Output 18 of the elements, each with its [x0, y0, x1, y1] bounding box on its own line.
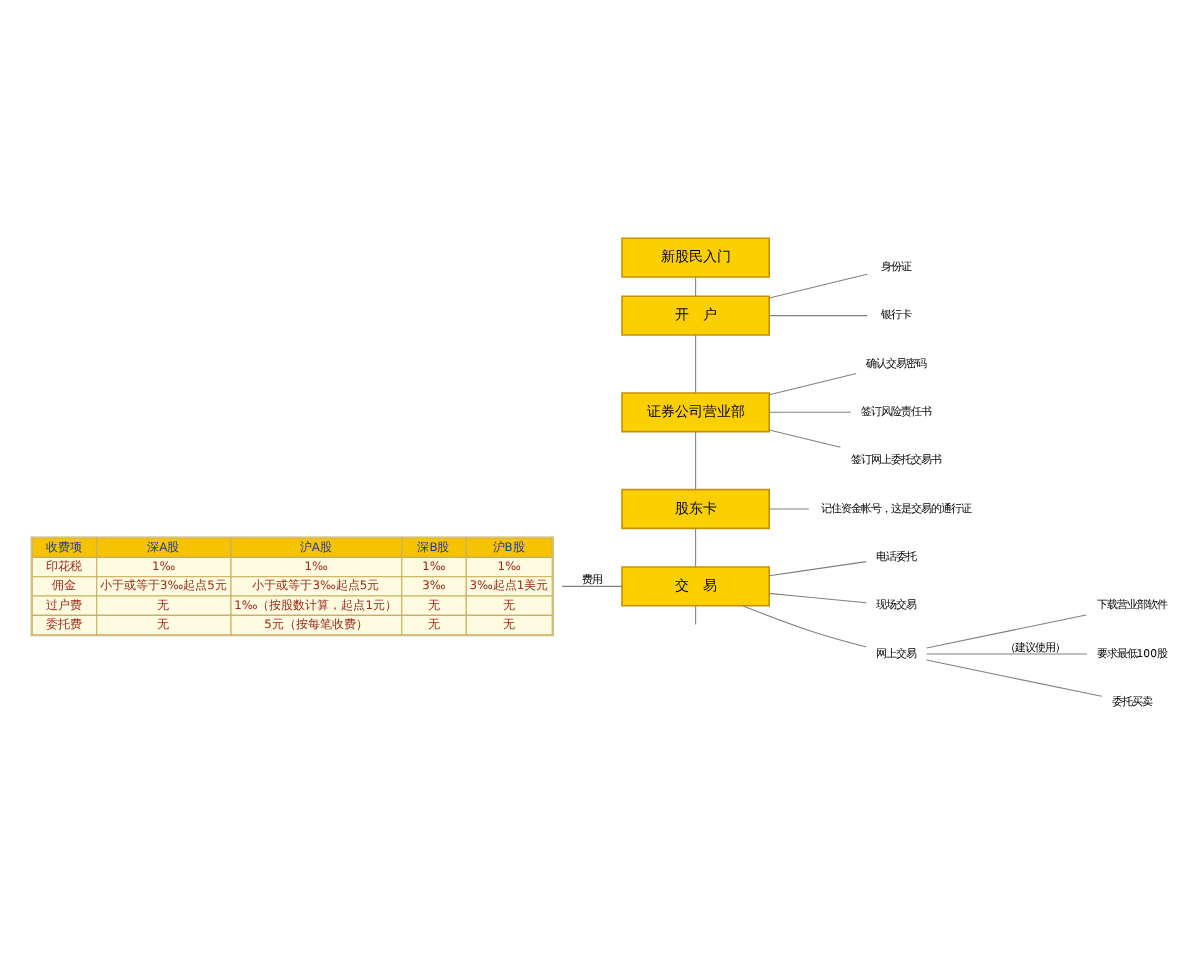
- connector: [695, 527, 697, 568]
- connector: [768, 411, 852, 413]
- connector: [768, 561, 867, 577]
- connector: [768, 592, 867, 604]
- connector: [695, 605, 697, 625]
- connector: [768, 429, 841, 448]
- connector: [695, 334, 697, 394]
- connector: [561, 585, 623, 587]
- connector: [768, 373, 857, 396]
- connector: [926, 659, 1103, 697]
- connector: [768, 273, 868, 299]
- connector: [742, 605, 867, 648]
- connector: [695, 276, 697, 297]
- connector: [768, 315, 868, 317]
- connector: [926, 653, 1088, 655]
- connector: [768, 508, 810, 510]
- connector: [695, 431, 697, 490]
- connector: [926, 614, 1087, 649]
